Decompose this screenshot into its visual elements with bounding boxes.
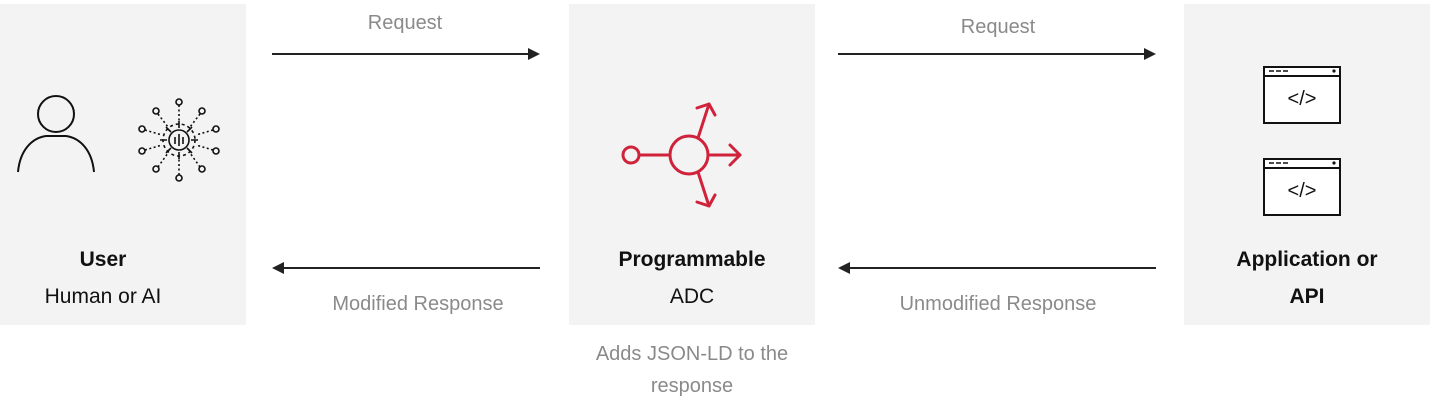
code-window-icon: </> [1263, 158, 1341, 216]
unmodified-response-label: Unmodified Response [899, 293, 1097, 315]
adc-subtitle: ADC [669, 285, 715, 308]
application-title-line-1: Application or [1236, 248, 1378, 271]
modified-response-label: Modified Response [332, 293, 504, 315]
request-arrow-2 [838, 48, 1156, 60]
adc-note-line-2: response [650, 375, 734, 397]
ai-network-icon [138, 98, 220, 182]
application-title-line-2: API [1289, 285, 1325, 308]
user-panel [0, 4, 246, 325]
modified-response-arrow [272, 262, 540, 274]
code-glyph: </> [1287, 88, 1317, 110]
person-icon [17, 95, 95, 173]
unmodified-response-arrow [838, 262, 1156, 274]
request-label-1: Request [367, 12, 443, 34]
code-window-icon: </> [1263, 66, 1341, 124]
code-glyph: </> [1287, 180, 1317, 202]
adc-title: Programmable [618, 248, 766, 271]
request-arrow-1 [272, 48, 540, 60]
adc-note-line-1: Adds JSON-LD to the [595, 343, 789, 365]
user-title: User [79, 248, 127, 271]
adc-panel [569, 4, 815, 325]
adc-routing-icon [621, 102, 742, 208]
request-label-2: Request [960, 16, 1036, 38]
user-subtitle: Human or AI [44, 285, 162, 308]
